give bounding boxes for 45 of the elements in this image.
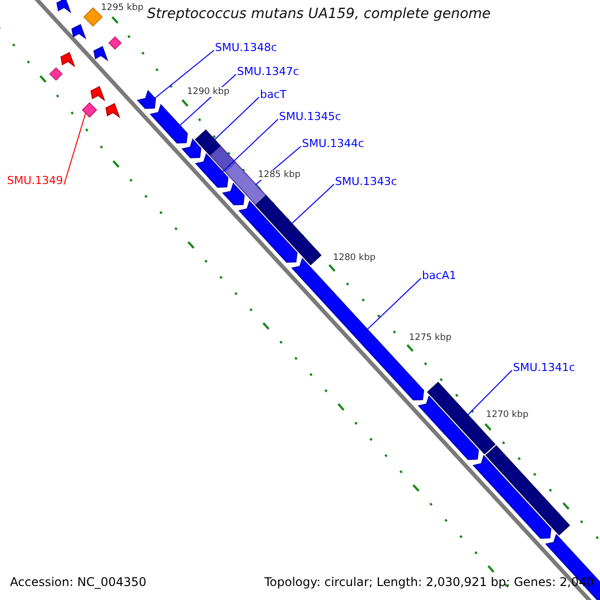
gene-glyph bbox=[60, 52, 76, 68]
gene-block bbox=[83, 7, 103, 27]
gene-glyph bbox=[136, 90, 156, 109]
leader-line bbox=[154, 50, 214, 99]
gene-label: bacA1 bbox=[422, 270, 456, 283]
gene-glyph bbox=[472, 454, 552, 539]
leader-line bbox=[366, 278, 422, 330]
gene-label: SMU.1345c bbox=[279, 111, 342, 124]
scale-label: 1275 kbp bbox=[408, 333, 452, 344]
leader-line bbox=[291, 184, 334, 224]
leader-line bbox=[467, 370, 512, 416]
title: Streptococcus mutans UA159, complete genome bbox=[147, 6, 491, 22]
accession-text: Accession: NC_004350 bbox=[10, 576, 146, 590]
gene-glyph bbox=[238, 200, 298, 263]
gene-label: SMU.1347c bbox=[237, 66, 300, 79]
scale-label: 1270 kbp bbox=[485, 410, 530, 420]
gene-label: SMU.1348c bbox=[215, 42, 278, 55]
scale-label: 1295 kbp bbox=[100, 3, 144, 14]
gene-block bbox=[108, 36, 122, 50]
gene-glyph bbox=[93, 46, 108, 62]
gene-glyph bbox=[181, 138, 202, 158]
gene-glyph bbox=[418, 395, 479, 460]
summary-text: Topology: circular; Length: 2,030,921 bp; Genes: 2,040 bbox=[264, 576, 594, 590]
scale-label: 1285 kbp bbox=[257, 170, 302, 180]
gene-label: bacT bbox=[260, 89, 286, 102]
scale-label: 1290 kbp bbox=[186, 87, 230, 98]
gene-block bbox=[82, 102, 98, 118]
gene-glyph bbox=[194, 153, 228, 188]
gene-label: SMU.1343c bbox=[335, 176, 398, 189]
gene-bar bbox=[255, 194, 322, 266]
gene-label: SMU.1349 bbox=[7, 175, 64, 188]
gene-glyph bbox=[71, 24, 86, 40]
scale-label: 1280 kbp bbox=[332, 253, 376, 264]
gene-glyph bbox=[56, 0, 72, 14]
gene-glyph bbox=[150, 104, 188, 144]
gene-glyph bbox=[222, 182, 245, 206]
gene-block bbox=[49, 67, 63, 81]
gene-glyph bbox=[90, 86, 106, 102]
gene-label: SMU.1341c bbox=[513, 362, 576, 375]
leader-line bbox=[214, 96, 260, 140]
gene-label: SMU.1344c bbox=[302, 138, 364, 151]
leader-line bbox=[64, 113, 86, 186]
gene-glyph bbox=[105, 103, 120, 118]
leader-line bbox=[222, 118, 278, 172]
gene-bar bbox=[485, 445, 570, 536]
